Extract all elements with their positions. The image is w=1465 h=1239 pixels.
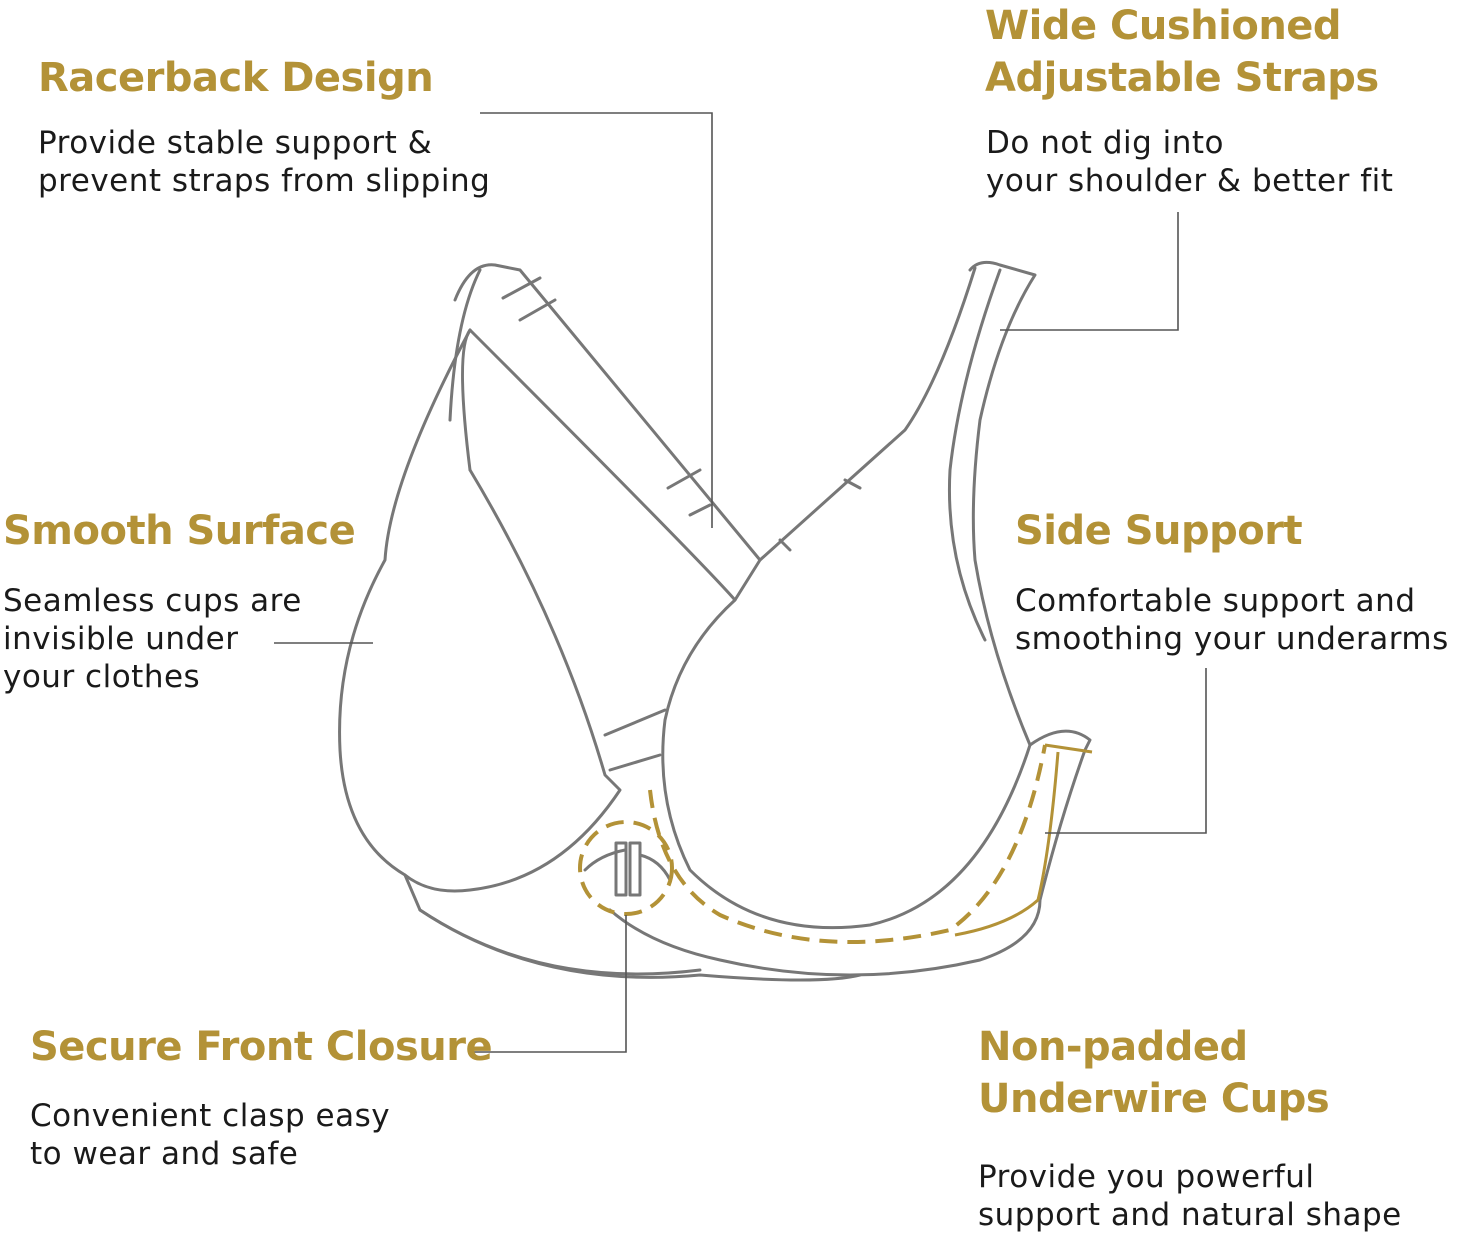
straps-desc: Do not dig into your shoulder & better f… — [986, 124, 1393, 200]
side-panel-line — [954, 743, 1093, 937]
straps-desc-line: your shoulder & better fit — [986, 163, 1394, 199]
racerback-leader-line — [480, 112, 713, 528]
side-leader-line — [1045, 668, 1207, 834]
underwire-dashed — [648, 744, 1047, 944]
side-desc-line: Comfortable support and — [1015, 583, 1416, 619]
racerback-title: Racerback Design — [38, 52, 434, 104]
front-clasp — [614, 841, 628, 897]
smooth-desc-line: Seamless cups are — [3, 583, 302, 619]
smooth-desc-line: your clothes — [3, 659, 201, 695]
underwire-desc-line: support and natural shape — [978, 1197, 1402, 1233]
straps-title: Wide Cushioned Adjustable Straps — [985, 0, 1379, 104]
clasp-highlight-circle — [578, 820, 674, 916]
smooth-desc: Seamless cups are invisible under your c… — [3, 582, 302, 696]
leader-lines — [274, 112, 1207, 1053]
smooth-title: Smooth Surface — [3, 505, 356, 557]
underwire-desc: Provide you powerful support and natural… — [978, 1158, 1402, 1234]
side-desc-line: smoothing your underarms — [1015, 621, 1449, 657]
left-strap — [453, 263, 762, 602]
closure-desc-line: to wear and safe — [30, 1136, 299, 1172]
straps-leader-line — [1000, 212, 1179, 331]
smooth-title-text: Smooth Surface — [3, 508, 356, 554]
side-title: Side Support — [1015, 505, 1303, 557]
side-title-text: Side Support — [1015, 508, 1303, 554]
racerback-title-text: Racerback Design — [38, 55, 434, 101]
underwire-title-line: Underwire Cups — [978, 1076, 1330, 1122]
underwire-title: Non-padded Underwire Cups — [978, 1021, 1330, 1125]
closure-leader-line — [468, 915, 627, 1053]
closure-desc: Convenient clasp easy to wear and safe — [30, 1097, 390, 1173]
racerback-desc-line: prevent straps from slipping — [38, 163, 491, 199]
right-cup — [608, 598, 1092, 977]
racerback-desc-line: Provide stable support & — [38, 125, 433, 161]
straps-title-line: Wide Cushioned — [985, 3, 1342, 49]
right-strap — [968, 260, 1037, 747]
closure-desc-line: Convenient clasp easy — [30, 1098, 391, 1134]
underwire-desc-line: Provide you powerful — [978, 1159, 1315, 1195]
straps-desc-line: Do not dig into — [986, 125, 1225, 161]
left-cup — [338, 328, 622, 893]
smooth-desc-line: invisible under — [3, 621, 239, 657]
underwire-title-line: Non-padded — [978, 1024, 1248, 1070]
racerback-desc: Provide stable support & prevent straps … — [38, 124, 490, 200]
closure-title: Secure Front Closure — [30, 1021, 493, 1073]
side-desc: Comfortable support and smoothing your u… — [1015, 582, 1449, 658]
straps-title-line: Adjustable Straps — [985, 55, 1379, 101]
closure-title-text: Secure Front Closure — [30, 1024, 493, 1070]
